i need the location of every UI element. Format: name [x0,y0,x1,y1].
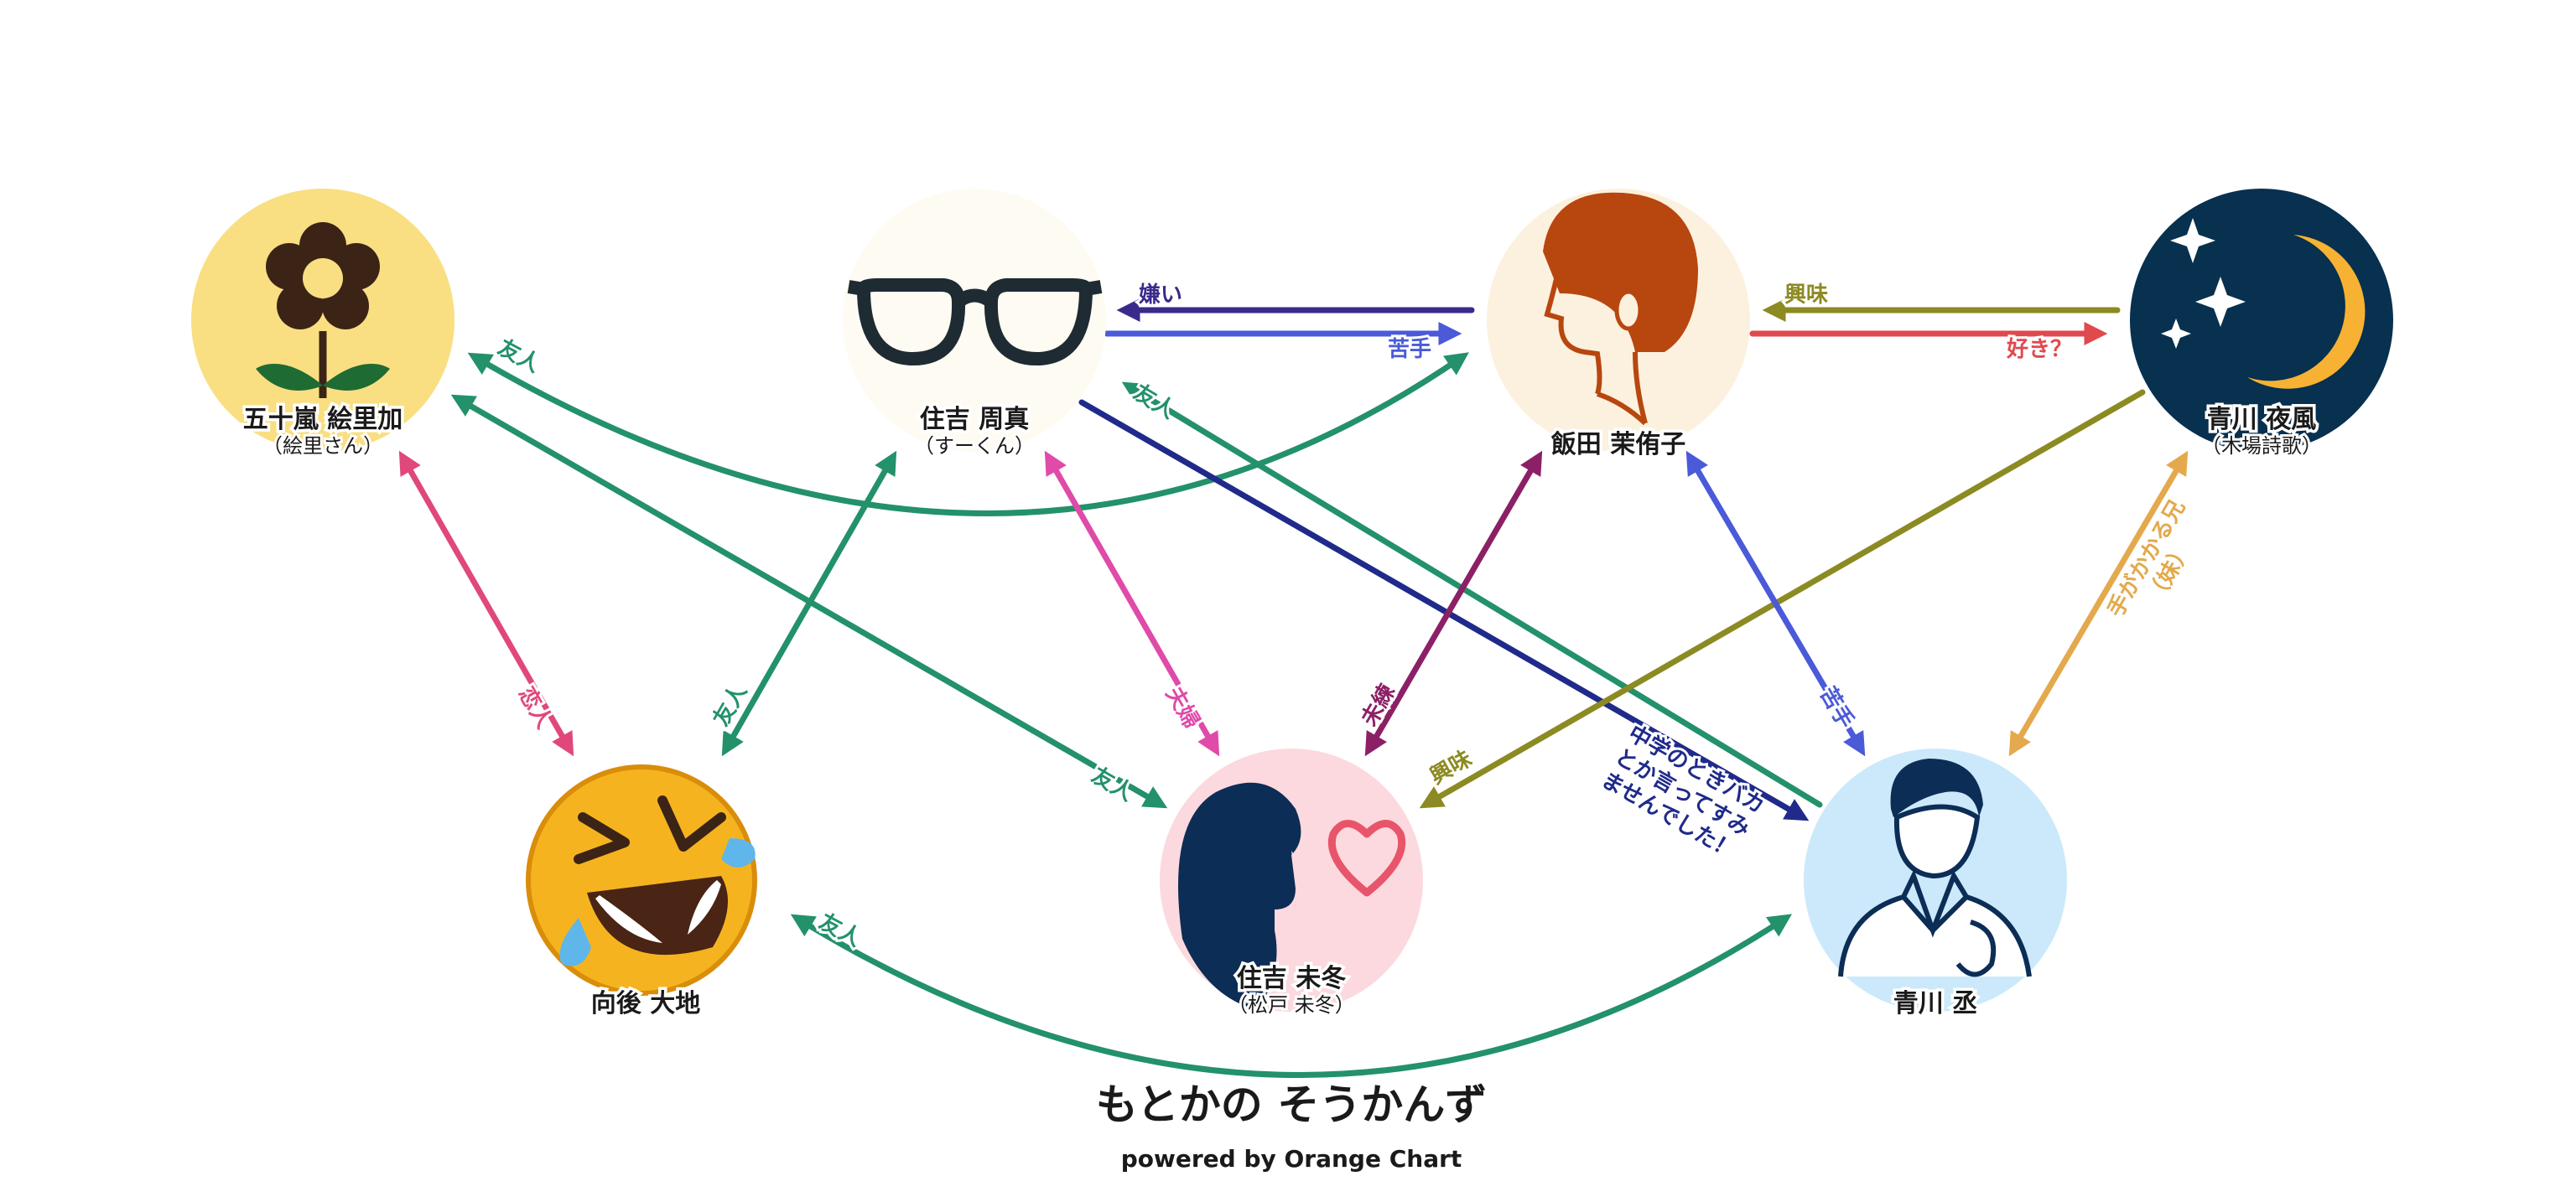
edge-tasuku-shuma [1121,381,1823,808]
edge-yokaze-tasuku [2008,450,2189,757]
node-iida[interactable]: 飯田 茉侑子 [1487,189,1750,463]
flower-icon [256,222,390,398]
nodes: 五十嵐 絵里加 （絵里さん） 住吉 周真 （すーくん） 飯田 [191,189,2393,1022]
edge-daichi-tasuku [790,914,1793,1078]
edge-label-interest: 興味 [1784,282,1828,308]
node-nickname: （絵里さん） [262,434,383,458]
node-nickname: （松戸 未冬） [1228,993,1355,1017]
doctor-icon [1838,759,2032,977]
edge-label-friend-daichi-shuma: 友人 [709,680,752,730]
node-nickname: （木場詩歌） [2201,434,2322,458]
node-name: 飯田 茉侑子 [1551,430,1685,459]
edges [398,298,2189,1078]
node-name: 住吉 周真 [920,405,1029,434]
edge-iida-tasuku [1685,450,1866,757]
node-daichi[interactable]: 向後 大地 [526,764,757,1022]
edge-label-lovers: 恋人 [513,682,558,733]
edge-shuma-mifuyu [1044,450,1220,757]
diagram-subtitle: powered by Orange Chart [1121,1145,1462,1173]
edge-labels: 嫌い 苦手 興味 好き？ 友人 友人 恋人 友人 夫婦 中学のときバカ とか言っ… [491,280,2199,955]
node-nickname: （すーくん） [914,434,1035,458]
edge-label-friend-tasuku-shuma: 友人 [1129,380,1179,424]
node-avatar [843,189,1106,452]
edge-label-weak-iida-tasuku: 苦手 [1815,683,1858,733]
woman-profile-icon [1543,192,1698,426]
edge-label-married: 夫婦 [1161,683,1204,733]
node-name: 五十嵐 絵里加 [243,405,402,434]
node-yokaze[interactable]: 青川 夜風 （木場詩歌） [2130,189,2393,460]
edge-yokaze-mifuyu [1419,389,2146,809]
node-name: 青川 夜風 [2207,405,2316,434]
edge-daichi-shuma [721,450,897,757]
moon-stars-icon [2161,218,2366,389]
node-shuma[interactable]: 住吉 周真 （すーくん） [843,189,1106,460]
node-avatar [191,189,454,452]
node-tasuku[interactable]: 青川 丞 [1804,749,2067,1022]
node-name: 向後 大地 [591,989,700,1018]
woman-heart-icon [1178,782,1406,1010]
edge-label-dislike: 嫌い [1139,282,1182,308]
edge-label-like: 好き？ [2006,337,2072,362]
edge-ikarashi-daichi [398,450,574,757]
diagram-title: もとかの そうかんず [1096,1080,1487,1129]
node-name: 住吉 未冬 [1237,964,1346,993]
node-name: 青川 丞 [1893,989,1977,1018]
edge-label-apology: 中学のときバカ とか言ってすみ ませんでした！ [1595,718,1772,867]
edge-mifuyu-iida [1364,450,1543,757]
node-mifuyu[interactable]: 住吉 未冬 （松戸 未冬） [1160,749,1423,1019]
node-ikarashi[interactable]: 五十嵐 絵里加 （絵里さん） [191,189,454,460]
laughing-emoji-icon [526,764,757,996]
edge-label-weak: 苦手 [1388,337,1431,362]
glasses-icon [847,278,1103,366]
